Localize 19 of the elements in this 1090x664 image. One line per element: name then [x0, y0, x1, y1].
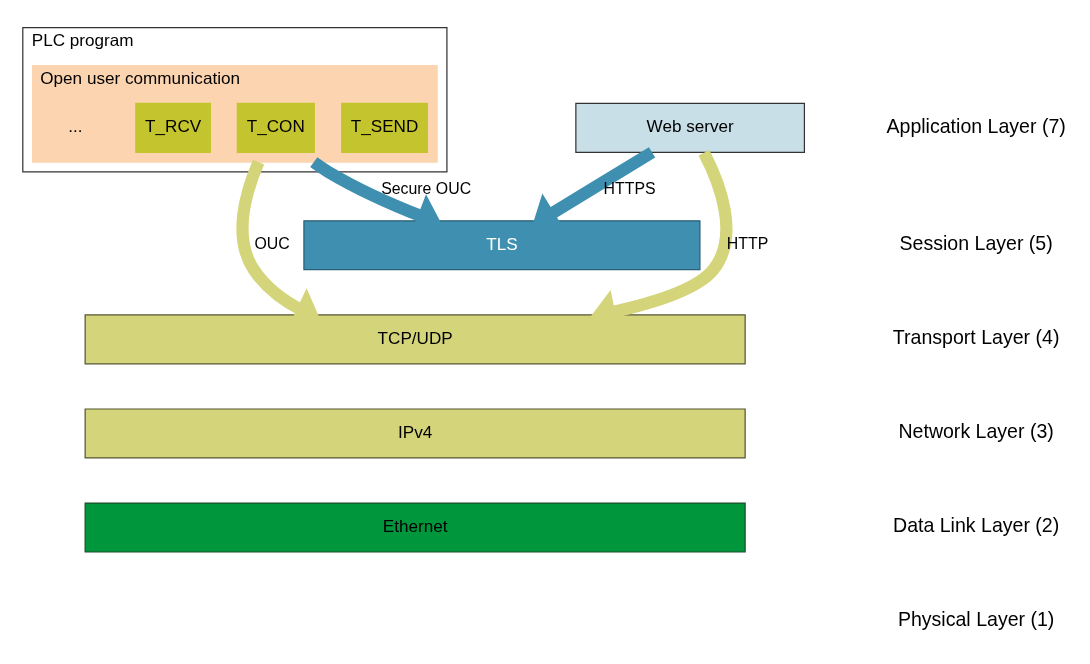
label: Network Layer (3) — [898, 420, 1054, 443]
node-box: TLS — [303, 220, 701, 271]
node-box: TCP/UDP — [84, 314, 746, 365]
node-box: T_RCV — [135, 102, 212, 153]
node-box: T_SEND — [341, 102, 428, 153]
label: Transport Layer (4) — [892, 325, 1060, 348]
label: ... — [68, 117, 83, 137]
node-box: Ethernet — [84, 502, 746, 553]
label: Application Layer (7) — [886, 114, 1066, 137]
label: Physical Layer (1) — [897, 608, 1055, 631]
label: Session Layer (5) — [899, 231, 1053, 254]
label: Data Link Layer (2) — [893, 514, 1060, 537]
node-box: IPv4 — [84, 408, 746, 459]
edge-label: Secure OUC — [381, 180, 472, 198]
edge-label: OUC — [254, 235, 290, 253]
edge-label: HTTPS — [603, 180, 656, 198]
node-box: T_CON — [236, 102, 315, 153]
node-box: Web server — [575, 102, 806, 153]
edge-label: HTTP — [726, 235, 769, 253]
